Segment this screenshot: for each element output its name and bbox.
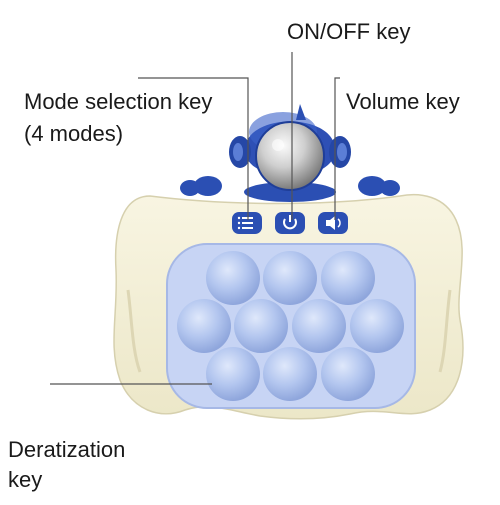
bubble	[177, 299, 231, 353]
astronaut-head	[229, 104, 351, 202]
bubble	[292, 299, 346, 353]
right-grip-groove	[438, 289, 452, 373]
leader-lines	[50, 52, 340, 385]
bubble	[263, 251, 317, 305]
volume-leader	[334, 77, 340, 220]
mode-key-label: Mode selection key	[24, 89, 213, 114]
mode-leader	[138, 77, 249, 220]
onoff-key-label: ON/OFF key	[287, 19, 411, 44]
right-shoulder-nub-2	[380, 180, 400, 196]
deratization-key-label: Deratization	[8, 437, 126, 462]
volume-key-label: Volume key	[346, 89, 460, 114]
left-shoulder-nub-2	[180, 180, 200, 196]
left-shoulder-nub	[194, 176, 222, 196]
bubble-grid[interactable]	[177, 251, 404, 401]
bubble	[206, 251, 260, 305]
volume-button[interactable]	[318, 212, 348, 234]
bubble	[321, 251, 375, 305]
left-grip-groove	[126, 289, 142, 373]
bubble	[206, 347, 260, 401]
right-shoulder-nub	[358, 176, 386, 196]
bubble	[350, 299, 404, 353]
visor	[255, 121, 325, 191]
mode-button[interactable]	[232, 212, 262, 234]
power-button[interactable]	[275, 212, 305, 234]
mode-key-sublabel: (4 modes)	[24, 121, 124, 146]
bubble	[234, 299, 288, 353]
bubble	[263, 347, 317, 401]
bubble	[321, 347, 375, 401]
deratization-key-label-line2: key	[8, 467, 43, 492]
